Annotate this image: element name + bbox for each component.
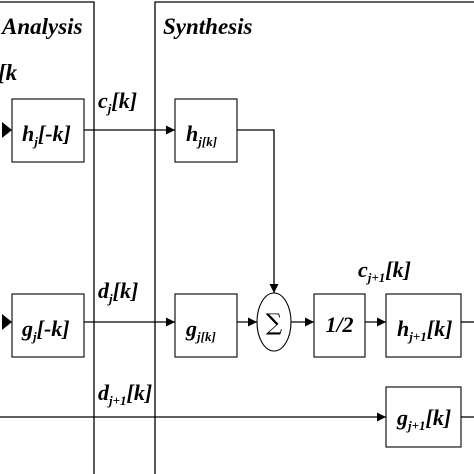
input-arrow-top [2,122,12,138]
signal-label-c-j1: cj+1[k] [358,257,411,285]
synthesis-g-block [174,293,238,358]
signal-label-d-j: dj[k] [98,278,138,306]
output-h-block [385,293,462,358]
half-scale-block [313,293,366,358]
synthesis-title: Synthesis [163,14,253,39]
input-arrow-bottom [2,314,12,330]
analysis-g-label: gj[-k] [21,316,70,344]
signal-label-d-j1: dj+1[k] [98,380,152,408]
synthesis-h-label: hj[k] [186,121,217,149]
output-g-label: gj+1[k] [396,405,451,433]
half-scale-label: 1/2 [325,312,353,337]
wire-synthesis-h-to-summation [237,129,279,293]
summation-symbol: ∑ [266,310,283,336]
analysis-h-label: hj[-k] [22,121,71,149]
analysis-h-block [11,98,85,163]
synthesis-h-block [174,98,238,163]
analysis-panel-frame [0,1,95,474]
synthesis-panel-frame [154,1,474,474]
input-signal-label-partial: [k [0,60,18,85]
synthesis-g-label: gj[k] [185,316,216,344]
output-h-label: hj+1[k] [397,316,452,344]
signal-label-c-j: cj[k] [98,88,137,116]
analysis-title: Analysis [0,14,83,39]
analysis-g-block [11,293,85,358]
